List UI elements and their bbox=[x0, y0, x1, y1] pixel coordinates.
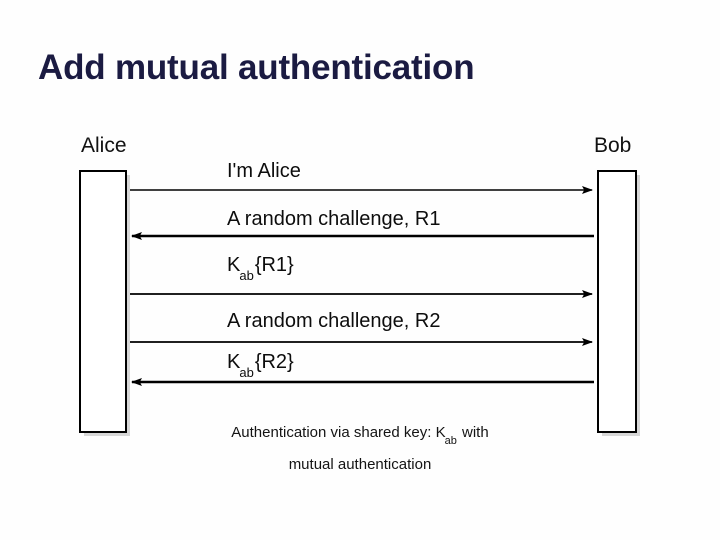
caption-pre: Authentication via shared key: K bbox=[231, 424, 446, 441]
lifeline-box-bob bbox=[597, 170, 637, 433]
message-text-2: A random challenge, R1 bbox=[227, 208, 441, 230]
diagram-caption-line-2: mutual authentication bbox=[288, 456, 432, 473]
message-label-4: A random challenge, R2 bbox=[227, 311, 440, 334]
caption-subscript: ab bbox=[444, 435, 457, 447]
lifeline-box-alice bbox=[79, 170, 127, 433]
message-text-1: I'm Alice bbox=[227, 160, 301, 182]
page-title: Add mutual authentication bbox=[38, 48, 475, 87]
caption-post: with bbox=[457, 424, 489, 441]
message-label-1: I'm Alice bbox=[227, 161, 301, 184]
message-tail-3: {R1} bbox=[254, 254, 294, 276]
message-subscript-3: ab bbox=[239, 268, 254, 283]
message-label-5: Kab{R2} bbox=[227, 351, 294, 379]
message-subscript-5: ab bbox=[239, 365, 254, 380]
actor-label-alice: Alice bbox=[81, 134, 127, 157]
message-tail-5: {R2} bbox=[254, 351, 294, 373]
message-text-5: K bbox=[227, 351, 241, 373]
message-text-3: K bbox=[227, 254, 241, 276]
message-text-4: A random challenge, R2 bbox=[227, 310, 441, 332]
actor-label-bob: Bob bbox=[594, 134, 632, 157]
message-label-2: A random challenge, R1 bbox=[227, 209, 440, 232]
message-label-3: Kab{R1} bbox=[227, 254, 294, 282]
diagram-caption-line-1: Authentication via shared key: Kab with bbox=[0, 424, 720, 447]
